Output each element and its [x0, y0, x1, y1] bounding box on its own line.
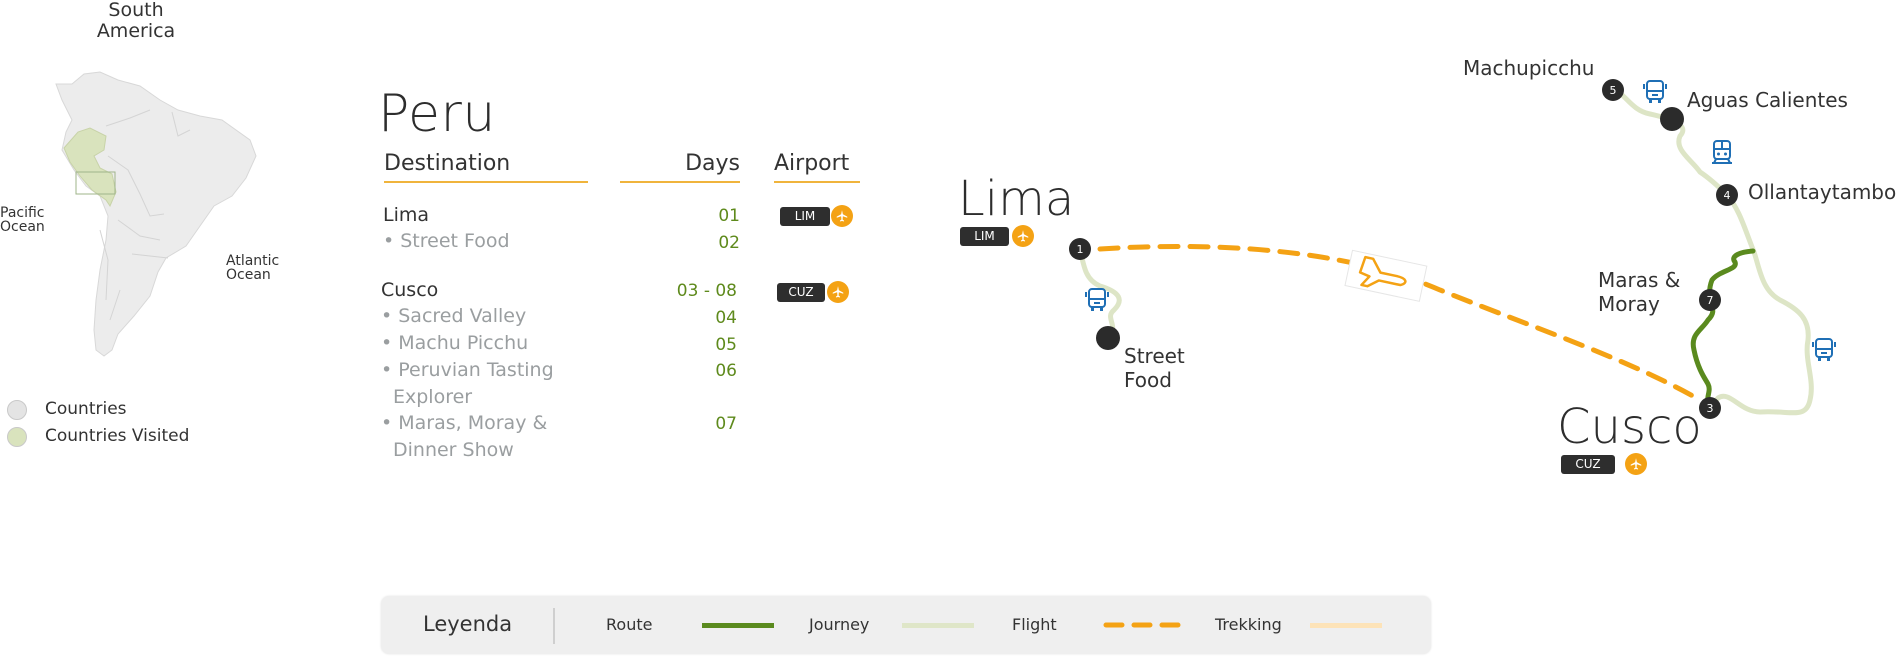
pacific-line2: Ocean — [0, 219, 45, 235]
days-cusco: 03 - 08 — [676, 281, 737, 301]
train-icon — [1710, 139, 1734, 169]
days-lima: 01 — [718, 206, 740, 226]
route-path-maras — [1690, 248, 1756, 411]
pacific-line1: Pacific — [0, 205, 45, 221]
cusco-airport-badge: CUZ — [1561, 455, 1615, 474]
atlantic-line1: Atlantic — [226, 253, 280, 269]
flight-path — [1097, 243, 1703, 403]
airport-header: Airport — [774, 151, 850, 176]
destination-header: Destination — [384, 151, 511, 176]
days-peruvian-tasting: 06 — [715, 361, 737, 381]
stop-dot-aguas-calientes[interactable] — [1660, 107, 1684, 131]
days-header: Days — [685, 151, 740, 176]
airplane-icon — [827, 281, 849, 303]
destination-peruvian-tasting: • Peruvian Tasting — [381, 359, 554, 381]
legend-flight-swatch — [1103, 622, 1183, 628]
pacific-label: Pacific Ocean — [0, 206, 45, 234]
map-legend: Leyenda Route Journey Flight Trekking — [381, 596, 1431, 654]
destination-lima: Lima — [383, 204, 430, 226]
stop-dot-street-food[interactable] — [1096, 326, 1120, 350]
overview-title: South America — [96, 0, 176, 42]
legend-title: Leyenda — [423, 612, 513, 636]
legend-journey-swatch — [902, 623, 974, 628]
lima-airport-badge: LIM — [960, 227, 1009, 246]
countries-visited-legend-label: Countries Visited — [45, 426, 190, 446]
lima-city-label: Lima — [958, 171, 1075, 227]
days-sacred-valley: 04 — [715, 308, 737, 328]
country-borders — [99, 109, 191, 321]
page-title: Peru — [378, 84, 496, 144]
street-food-line2: Food — [1124, 368, 1172, 392]
countries-legend-label: Countries — [45, 399, 127, 419]
legend-route-swatch — [702, 623, 774, 628]
overview-title-line2: America — [96, 20, 176, 42]
days-maras-moray: 07 — [715, 414, 737, 434]
destination-header-rule — [384, 181, 588, 183]
maras-line2: Moray — [1598, 292, 1660, 316]
legend-journey-label: Journey — [809, 615, 870, 634]
maras-moray-label: Maras & Moray — [1598, 268, 1680, 316]
countries-visited-legend-swatch — [7, 427, 27, 447]
machupicchu-label: Machupicchu — [1463, 56, 1595, 80]
airport-header-rule — [774, 181, 860, 183]
countries-legend-swatch — [7, 400, 27, 420]
route-map — [1077, 87, 1814, 416]
destination-maras-moray: • Maras, Moray & — [381, 412, 548, 434]
stop-marker-1[interactable]: 1 — [1069, 238, 1091, 260]
stop-marker-3[interactable]: 3 — [1699, 397, 1721, 419]
destination-machu-picchu: • Machu Picchu — [381, 332, 529, 354]
destination-maras-moray-line2: Dinner Show — [393, 439, 514, 461]
legend-divider — [553, 608, 555, 644]
legend-trekking-label: Trekking — [1215, 615, 1282, 634]
atlantic-label: Atlantic Ocean — [226, 254, 279, 282]
street-food-line1: Street — [1124, 344, 1185, 368]
airplane-icon — [1012, 225, 1034, 247]
legend-trekking-swatch — [1310, 623, 1382, 628]
south-america-shape — [55, 71, 257, 357]
legend-flight-label: Flight — [1012, 615, 1057, 634]
airport-badge-lim: LIM — [780, 207, 830, 226]
stop-marker-4[interactable]: 4 — [1716, 184, 1738, 206]
destination-sacred-valley: • Sacred Valley — [381, 305, 527, 327]
bus-icon — [1643, 79, 1667, 109]
stop-marker-7[interactable]: 7 — [1699, 289, 1721, 311]
atlantic-line2: Ocean — [226, 267, 271, 283]
legend-route-label: Route — [606, 615, 653, 634]
days-machu-picchu: 05 — [715, 335, 737, 355]
destination-peruvian-tasting-line2: Explorer — [393, 386, 473, 408]
flight-plane-icon — [1344, 249, 1428, 302]
cusco-city-label: Cusco — [1557, 399, 1702, 455]
destination-cusco: Cusco — [381, 279, 439, 301]
overview-title-line1: South — [108, 0, 164, 21]
ollantaytambo-label: Ollantaytambo — [1748, 180, 1897, 204]
aguas-calientes-label: Aguas Calientes — [1687, 88, 1848, 112]
street-food-label: Street Food — [1124, 344, 1185, 392]
airplane-icon — [831, 205, 853, 227]
destination-street-food: • Street Food — [383, 230, 510, 252]
airport-badge-cuz: CUZ — [777, 283, 825, 302]
overview-map: South America Pacific Ocean Atlantic Oce… — [0, 0, 300, 460]
focus-rectangle — [75, 171, 116, 195]
maras-line1: Maras & — [1598, 268, 1681, 292]
bus-icon — [1812, 337, 1836, 367]
journey-path-lima — [1077, 246, 1122, 341]
days-street-food: 02 — [718, 233, 740, 253]
continent-outline — [55, 71, 257, 357]
bus-icon — [1085, 287, 1109, 317]
airplane-icon — [1625, 453, 1647, 475]
days-header-rule — [620, 181, 740, 183]
stop-marker-5[interactable]: 5 — [1602, 79, 1624, 101]
peru-shape — [63, 127, 117, 208]
